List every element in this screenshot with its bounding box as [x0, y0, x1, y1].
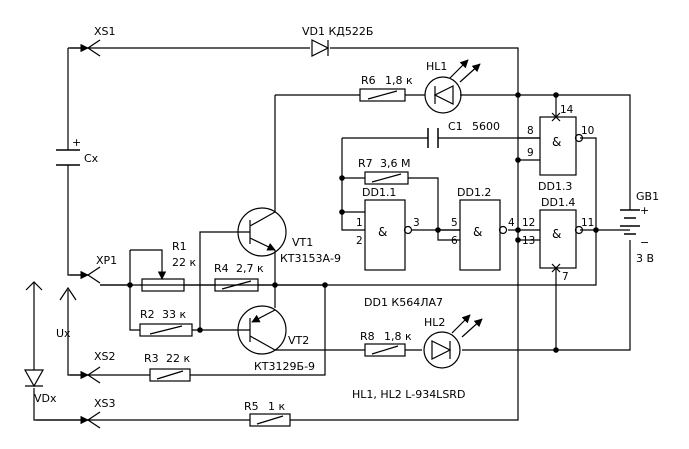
- vt2-label: VT2: [288, 334, 309, 347]
- hl1-label: HL1: [426, 60, 447, 73]
- r6-label: R6: [361, 74, 376, 87]
- led-hl2: [423, 314, 483, 369]
- pin-3: 3: [413, 217, 420, 229]
- diode-vd1: [311, 39, 330, 57]
- dd1-2-label: DD1.2: [457, 186, 491, 199]
- gate-dd1-2-symbol: &: [473, 225, 482, 239]
- dd1-4-label: DD1.4: [541, 196, 575, 209]
- gate-dd1-1-symbol: &: [378, 225, 387, 239]
- pin-6: 6: [451, 235, 458, 247]
- pin-marks: [551, 112, 561, 273]
- gates: [364, 116, 584, 271]
- pin-2: 2: [356, 235, 363, 247]
- r2-value: 33 к: [162, 308, 186, 321]
- dd1-3-label: DD1.3: [538, 180, 572, 193]
- c1-label: C1: [448, 120, 463, 133]
- r4-value: 2,7 к: [236, 262, 264, 275]
- cx-label: Cx: [84, 152, 99, 165]
- vdx-label: VDx: [34, 392, 57, 405]
- connector-xp1-label: XP1: [96, 254, 117, 267]
- pin-9: 9: [527, 147, 534, 159]
- connector-xs1-label: XS1: [94, 25, 116, 38]
- ux-label: Ux: [56, 327, 71, 340]
- diode-vdx: [23, 281, 45, 388]
- r7-label: R7: [358, 157, 373, 170]
- hl-note: HL1, HL2 L-934LSRD: [352, 388, 465, 401]
- capacitors: [56, 128, 439, 166]
- pin-5: 5: [451, 217, 458, 229]
- r8-label: R8: [360, 330, 375, 343]
- r7-value: 3,6 М: [380, 157, 410, 170]
- gb1-plus: +: [640, 204, 649, 217]
- r1-value: 22 к: [172, 256, 196, 269]
- pin-13: 13: [522, 235, 535, 247]
- vt1-type: КТ3153А-9: [280, 252, 341, 265]
- pin-8: 8: [527, 125, 534, 137]
- vt2-type: КТ3129Б-9: [254, 360, 315, 373]
- junctions: [127, 92, 599, 353]
- r3-value: 22 к: [166, 352, 190, 365]
- gb1-value: 3 В: [636, 252, 654, 265]
- vd1-label: VD1 КД522Б: [302, 25, 373, 38]
- hl2-label: HL2: [424, 316, 445, 329]
- gb1-label: GB1: [636, 190, 659, 203]
- resistors: [139, 88, 409, 427]
- pin-4: 4: [508, 217, 515, 229]
- r3-label: R3: [144, 352, 159, 365]
- c1-value: 5600: [472, 120, 500, 133]
- pin-11: 11: [581, 217, 594, 229]
- r5-label: R5: [244, 400, 259, 413]
- r5-value: 1 к: [268, 400, 285, 413]
- gb1-minus: −: [640, 236, 649, 249]
- r2-label: R2: [140, 308, 155, 321]
- r6-value: 1,8 к: [385, 74, 413, 87]
- r8-value: 1,8 к: [384, 330, 412, 343]
- pin-1: 1: [356, 217, 363, 229]
- pin-7: 7: [562, 271, 569, 283]
- connector-xs3-label: XS3: [94, 397, 116, 410]
- pin-10: 10: [581, 125, 594, 137]
- cx-plus: +: [72, 136, 81, 149]
- wires: [33, 47, 631, 421]
- connector-arrows: [36, 39, 101, 429]
- battery-gb1: [620, 209, 640, 235]
- gate-dd1-3-symbol: &: [552, 135, 561, 149]
- r1-label: R1: [172, 240, 187, 253]
- transistor-vt1: [237, 207, 287, 257]
- dd1-1-label: DD1.1: [362, 186, 396, 199]
- gate-dd1-4-symbol: &: [552, 227, 561, 241]
- dd1-note: DD1 К564ЛА7: [364, 296, 443, 309]
- transistor-vt2: [237, 305, 287, 355]
- vt1-label: VT1: [292, 236, 313, 249]
- led-hl1: [424, 59, 481, 114]
- connector-xs2-label: XS2: [94, 350, 116, 363]
- ux-arrow: [59, 286, 77, 301]
- r4-label: R4: [214, 262, 229, 275]
- pin-14: 14: [560, 104, 574, 116]
- pin-12: 12: [522, 217, 535, 229]
